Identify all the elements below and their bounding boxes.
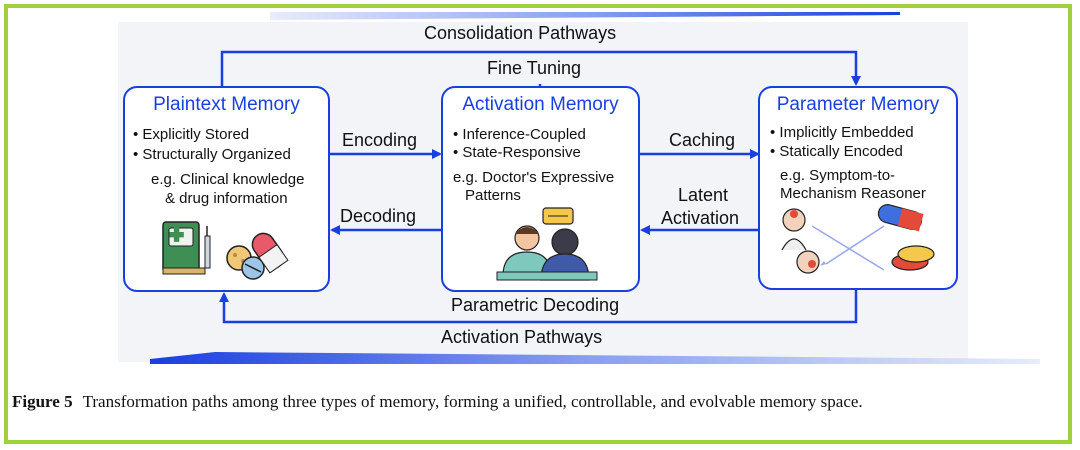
figure-caption-text: Transformation paths among three types o… [82, 392, 863, 411]
parameter-example-1: e.g. Symptom-to- [780, 167, 896, 184]
figure-label: Figure 5 [12, 392, 73, 411]
consolidation-label: Consolidation Pathways [424, 23, 617, 43]
figure-caption: Figure 5 Transformation paths among three… [12, 390, 1067, 413]
activation-bullet-2: • State-Responsive [453, 144, 581, 161]
symptom-mechanism-icon [781, 204, 935, 274]
activation-example-1: e.g. Doctor's Expressive [453, 169, 615, 186]
plaintext-example-1: e.g. Clinical knowledge [151, 171, 305, 188]
parameter-example-2: Mechanism Reasoner [780, 185, 926, 202]
doctor-patient-icon [496, 207, 598, 281]
plaintext-memory-box: Plaintext Memory • Explicitly Stored • S… [123, 86, 330, 292]
encoding-label: Encoding [342, 130, 418, 150]
activation-bullet-1: • Inference-Coupled [453, 126, 586, 143]
latent-label-line2: Activation [661, 208, 740, 228]
activation-pathways-label: Activation Pathways [441, 327, 603, 347]
bottom-gradient-wedge [150, 352, 1040, 364]
activation-pathway-arrow [219, 290, 858, 324]
latent-label-line1: Latent [678, 185, 729, 205]
plaintext-bullet-1: • Explicitly Stored [133, 126, 250, 143]
activation-memory-box: Activation Memory • Inference-Coupled • … [441, 86, 640, 292]
caching-label: Caching [669, 130, 736, 150]
parameter-memory-box: Parameter Memory • Implicitly Embedded •… [758, 86, 958, 290]
drug-book-icon [162, 221, 289, 280]
plaintext-memory-title: Plaintext Memory [153, 94, 300, 115]
decoding-label: Decoding [340, 206, 417, 226]
fine-tuning-label: Fine Tuning [487, 58, 582, 78]
activation-example-2: Patterns [465, 187, 521, 204]
top-gradient-wedge [270, 12, 900, 20]
consolidation-arrow [220, 50, 861, 86]
activation-memory-title: Activation Memory [462, 94, 619, 115]
parameter-bullet-2: • Statically Encoded [770, 143, 903, 160]
parameter-memory-title: Parameter Memory [776, 94, 940, 115]
parametric-decoding-label: Parametric Decoding [451, 295, 620, 315]
plaintext-example-2: & drug information [165, 190, 288, 207]
plaintext-bullet-2: • Structurally Organized [133, 146, 291, 163]
parameter-bullet-1: • Implicitly Embedded [770, 124, 914, 141]
